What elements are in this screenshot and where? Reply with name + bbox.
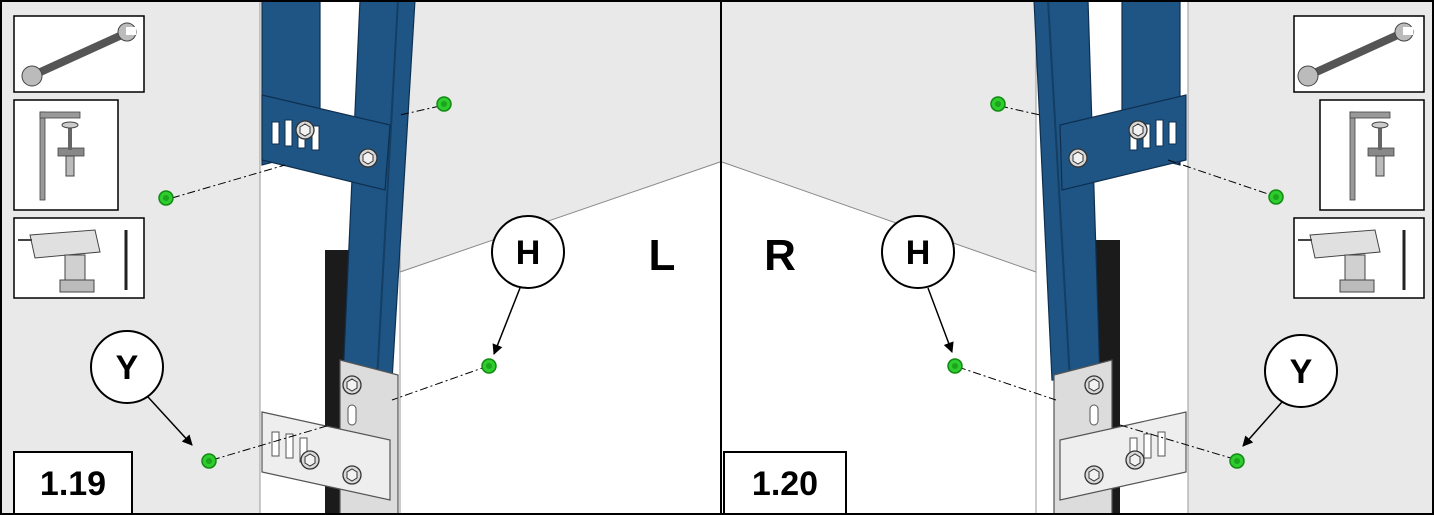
tool-box-clamp-right (1319, 99, 1425, 211)
top-bracket-right (1059, 94, 1187, 191)
drill-icon (1298, 229, 1406, 293)
step-number-right: 1.20 (752, 465, 818, 503)
fastener-y-bottom-right (1229, 453, 1245, 469)
floor-right (722, 162, 1036, 515)
fastener-y-top-right (1268, 189, 1284, 205)
tool-box-clamp-left (13, 99, 119, 211)
callout-h-right-letter: H (906, 234, 931, 272)
fastener-h-bottom-right (947, 358, 963, 374)
callout-h-right (881, 215, 955, 289)
step-number-left: 1.19 (40, 465, 106, 503)
step-box-right (723, 451, 847, 515)
fastener-h-top (436, 96, 452, 112)
callout-y-right (1264, 334, 1338, 408)
callout-h-left (491, 215, 565, 289)
fastener-h-top-right (990, 96, 1006, 112)
top-bracket (261, 94, 391, 191)
guide-lines-left (171, 105, 489, 461)
wrench-icon (1297, 22, 1414, 87)
callout-y-left-letter: Y (116, 349, 139, 387)
floor-left (400, 162, 720, 515)
tool-box-drill-right (1293, 217, 1425, 299)
step-box-left (13, 451, 133, 515)
fastener-y-bottom (201, 453, 217, 469)
guide-lines-right (957, 105, 1275, 460)
fastener-y-top (158, 190, 174, 206)
callout-y-right-letter: Y (1290, 353, 1313, 391)
side-label-left: L (649, 231, 676, 280)
clamp-icon (39, 111, 85, 201)
panel-left: H Y L (0, 0, 721, 515)
tool-box-wrench-right (1293, 15, 1425, 93)
clamp-icon (1349, 111, 1395, 201)
wrench-icon (21, 22, 137, 87)
tool-box-drill-left (13, 217, 145, 299)
callout-y-left (90, 330, 164, 404)
tool-box-wrench-left (13, 15, 145, 93)
panel-right: H Y R (721, 0, 1434, 515)
fastener-h-bottom (481, 358, 497, 374)
callout-h-left-letter: H (516, 234, 541, 272)
side-label-right: R (764, 231, 796, 280)
drill-icon (18, 229, 128, 293)
